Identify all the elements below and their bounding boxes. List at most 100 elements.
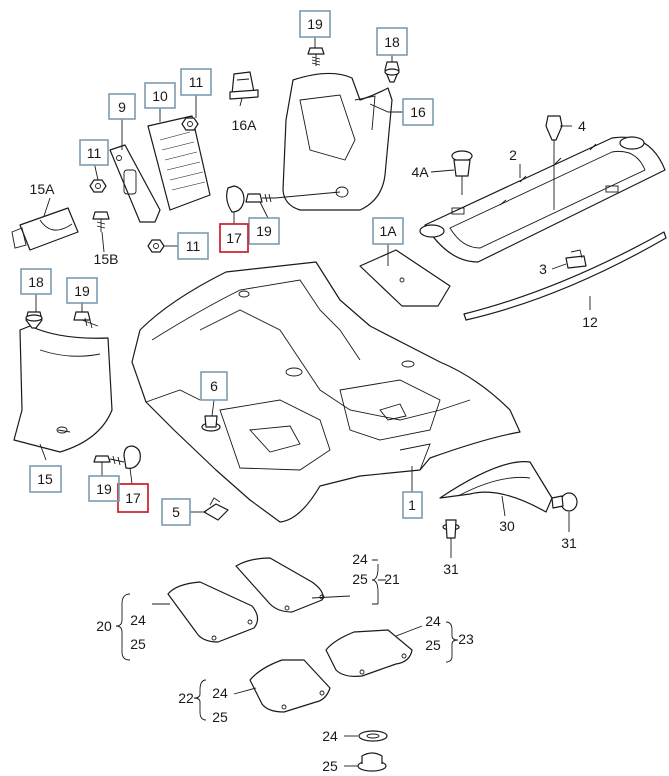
label-23: 23	[458, 631, 474, 647]
svg-text:16: 16	[410, 104, 426, 120]
clip-31-b	[551, 492, 578, 512]
callout-box-18-left: 18	[20, 268, 52, 295]
svg-text:19: 19	[307, 16, 323, 32]
svg-text:11: 11	[186, 238, 201, 254]
callout-highlight-17-bottom: 17	[117, 483, 149, 513]
clip-4a	[451, 150, 473, 195]
nut-11-b	[181, 117, 199, 131]
label-15a: 15A	[30, 181, 56, 197]
label-24-mat22: 24	[212, 685, 228, 701]
grommet-25	[357, 752, 387, 772]
callout-box-18-top: 18	[376, 27, 408, 56]
callout-box-16: 16	[402, 98, 434, 126]
screw-15b	[92, 211, 110, 232]
trim-panel-16	[282, 72, 393, 211]
label-25-mat22: 25	[212, 709, 228, 725]
callout-box-11-bottom: 11	[177, 232, 209, 260]
callout-box-19-mid: 19	[248, 217, 280, 245]
svg-text:17: 17	[226, 230, 242, 246]
leader-lines	[35, 37, 591, 767]
callout-box-10: 10	[144, 82, 176, 109]
wheel-arch-30	[439, 461, 553, 513]
bracket-9-10	[109, 115, 211, 223]
cap-17-bottom	[123, 445, 141, 469]
callout-box-5: 5	[161, 498, 191, 526]
callout-highlight-17-top: 17	[219, 223, 249, 253]
pillar-trim-15	[13, 325, 113, 453]
svg-text:19: 19	[96, 481, 112, 497]
label-24-mat23: 24	[425, 613, 441, 629]
svg-text:5: 5	[172, 504, 180, 520]
label-25-grommet: 25	[322, 758, 338, 774]
svg-text:15: 15	[37, 471, 53, 487]
screw-19-top	[307, 47, 325, 66]
label-22: 22	[178, 690, 194, 706]
parcel-shelf-2	[419, 136, 666, 263]
seal-strip-12	[463, 231, 667, 321]
label-4a: 4A	[411, 164, 429, 180]
clip-18-b	[25, 311, 43, 329]
bracket-15a	[11, 207, 79, 251]
label-3: 3	[539, 261, 547, 277]
callout-box-1a: 1A	[372, 217, 404, 245]
label-15b: 15B	[94, 251, 119, 267]
svg-text:18: 18	[384, 34, 400, 50]
floor-mat-23	[325, 629, 413, 677]
screw-19-d	[93, 455, 125, 466]
clip-31-a	[442, 519, 460, 539]
svg-text:6: 6	[210, 378, 218, 394]
callout-box-19-bottom-frame	[88, 475, 120, 502]
floor-carpet-1	[131, 261, 521, 523]
label-25-mat20: 25	[130, 636, 146, 652]
plain-labels: 16A 15A 15B 4 4A 2 3 12 30 31 31 24 25 2…	[30, 117, 598, 774]
clip-6	[201, 415, 221, 432]
callout-box-9: 9	[108, 93, 136, 120]
svg-text:11: 11	[87, 145, 102, 161]
callout-box-19-left: 19	[74, 283, 90, 299]
label-24-grommet: 24	[322, 728, 338, 744]
callout-box-11-left: 11	[79, 139, 109, 166]
label-30: 30	[499, 518, 515, 534]
svg-text:19: 19	[256, 223, 272, 239]
callout-box-1: 1	[402, 491, 423, 519]
label-31-right: 31	[561, 535, 577, 551]
svg-text:9: 9	[118, 99, 126, 115]
floor-mat-22	[249, 659, 331, 713]
screw-19-c	[73, 311, 99, 329]
grommet-24	[358, 730, 388, 742]
svg-text:1: 1	[408, 497, 416, 513]
clip-16a	[229, 71, 259, 100]
svg-text:19: 19	[74, 283, 90, 299]
svg-text:11: 11	[189, 74, 204, 90]
label-12: 12	[582, 314, 598, 330]
mat-1a	[359, 249, 451, 307]
label-24-mat21: 24	[352, 551, 368, 567]
callout-box-19-left-frame	[66, 277, 98, 304]
nut-11-c	[147, 239, 165, 253]
label-16a: 16A	[232, 117, 258, 133]
svg-text:10: 10	[152, 88, 168, 104]
callout-box-6: 6	[200, 371, 228, 401]
label-20: 20	[96, 618, 112, 634]
label-21: 21	[384, 571, 400, 587]
label-25-mat23: 25	[425, 637, 441, 653]
clip-4	[545, 115, 563, 210]
clip-18-top	[384, 61, 400, 83]
callout-box-11-top: 11	[180, 68, 212, 96]
floor-mat-20	[167, 581, 259, 643]
cap-17-top	[226, 185, 245, 213]
callout-box-19-bottom: 19	[96, 481, 112, 497]
svg-text:18: 18	[28, 274, 44, 290]
label-31-left: 31	[443, 561, 459, 577]
nut-11-a	[89, 179, 107, 193]
svg-text:17: 17	[125, 490, 141, 506]
clip-3	[565, 249, 587, 269]
screw-19-b	[245, 193, 275, 203]
svg-text:1A: 1A	[379, 223, 397, 239]
label-4: 4	[578, 118, 586, 134]
clip-5	[203, 497, 229, 521]
floor-mat-21	[235, 557, 325, 613]
label-24-mat20: 24	[130, 612, 146, 628]
callout-box-15: 15	[29, 465, 62, 493]
